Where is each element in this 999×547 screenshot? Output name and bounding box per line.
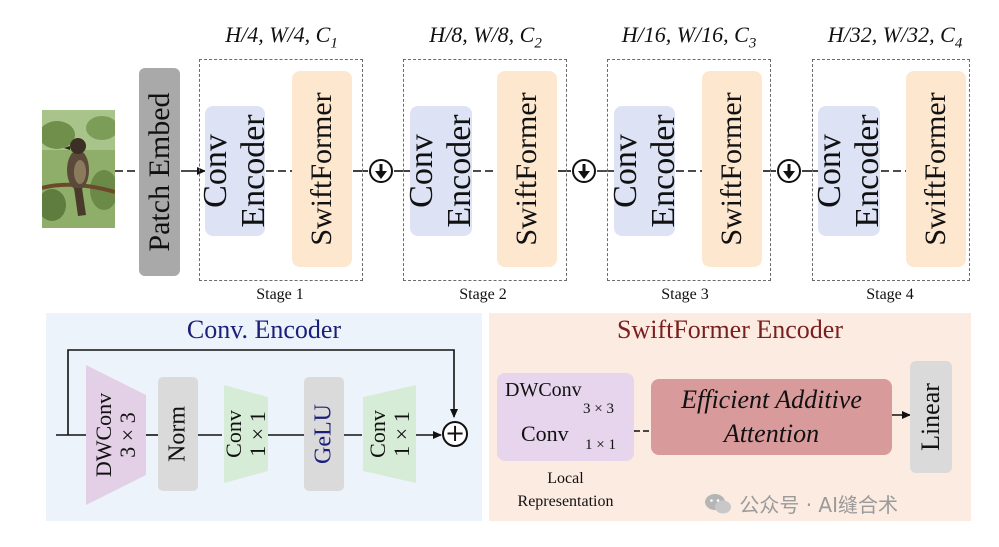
stage4-label: Stage 4 [866, 286, 914, 303]
norm-block: Norm [158, 377, 198, 491]
attention-label-line2: Attention [723, 419, 820, 448]
linear-block: Linear [910, 361, 952, 473]
norm-label: Norm [164, 406, 191, 462]
stage2-frame [403, 59, 567, 281]
stage3-frame [607, 59, 771, 281]
watermark-text: 公众号 · AI缝合术 [739, 493, 899, 517]
stage1-conv-label: Conv [197, 134, 234, 208]
stage3-swiftformer: SwiftFormer [702, 71, 762, 267]
swiftformer-encoder-panel: SwiftFormer Encoder DWConv 3 × 3 Conv 1 … [489, 313, 971, 521]
conv2-size-label: 1 × 1 [388, 411, 414, 457]
stage4-swiftformer-label: SwiftFormer [919, 92, 952, 246]
patch-embed-label: Patch Embed [142, 92, 176, 252]
stage1-dim-label: H/4, W/4, C1 [225, 22, 338, 52]
conv2-label: Conv [364, 410, 390, 458]
stage1-swiftformer: SwiftFormer [292, 71, 352, 267]
conv1-label: Conv [221, 410, 246, 458]
conv-encoder-title: Conv. Encoder [186, 315, 342, 344]
dwconv-label: DWConv [91, 392, 116, 478]
stage1-swiftformer-label: SwiftFormer [305, 92, 338, 246]
stage4-conv-label: Conv [811, 134, 848, 208]
local-conv-size: 1 × 1 [585, 437, 616, 453]
stage4-swiftformer: SwiftFormer [906, 71, 966, 267]
swiftformer-encoder-title: SwiftFormer Encoder [616, 315, 843, 344]
conv1-size-label: 1 × 1 [245, 411, 270, 457]
local-caption-line1: Local [547, 470, 584, 487]
stage2-label: Stage 2 [459, 286, 507, 303]
conv2-shape [363, 385, 416, 483]
stage2-dim-label: H/8, W/8, C2 [429, 22, 542, 52]
gelu-block: GeLU [304, 377, 344, 491]
linear-label: Linear [916, 383, 945, 451]
stage3-dim-label: H/16, W/16, C3 [621, 22, 757, 52]
stage3-conv-label: Conv [606, 134, 644, 208]
local-representation-block: DWConv 3 × 3 Conv 1 × 1 [497, 373, 634, 461]
stage3-label: Stage 3 [661, 286, 709, 303]
stage2-conv-label: Conv [403, 134, 440, 208]
stage3-encoder-label: Encoder [644, 114, 682, 228]
stage3-swiftformer-label: SwiftFormer [715, 92, 748, 246]
local-dwconv-size: 3 × 3 [583, 401, 614, 417]
dwconv-shape [86, 365, 146, 505]
downsample-icon [368, 158, 394, 184]
downsample-icon [571, 158, 597, 184]
downsample-icon [776, 158, 802, 184]
local-caption-line2: Representation [517, 493, 614, 510]
input-image-bird [38, 110, 118, 228]
conv1-shape [224, 385, 268, 483]
stage1-frame [199, 59, 363, 281]
attention-label-line1: Efficient Additive [681, 385, 862, 414]
stage1-label: Stage 1 [256, 286, 304, 303]
stage4-frame [812, 59, 970, 281]
stage2-swiftformer: SwiftFormer [497, 71, 557, 267]
gelu-label: GeLU [310, 404, 337, 464]
patch-embed-block: Patch Embed [139, 68, 180, 276]
stage2-encoder-label: Encoder [441, 114, 478, 228]
stage4-dim-label: H/32, W/32, C4 [827, 22, 963, 52]
stage1-encoder-label: Encoder [235, 114, 272, 228]
watermark: 公众号 · AI缝合术 [703, 489, 965, 519]
conv-encoder-connectors [56, 349, 458, 505]
wechat-icon [705, 493, 731, 513]
dwconv-size-label: 3 × 3 [115, 412, 140, 458]
stage4-encoder-label: Encoder [849, 114, 886, 228]
local-dwconv-label: DWConv [505, 379, 582, 401]
stage2-swiftformer-label: SwiftFormer [510, 92, 543, 246]
add-icon: + [442, 421, 468, 447]
local-conv-label: Conv [521, 421, 569, 446]
